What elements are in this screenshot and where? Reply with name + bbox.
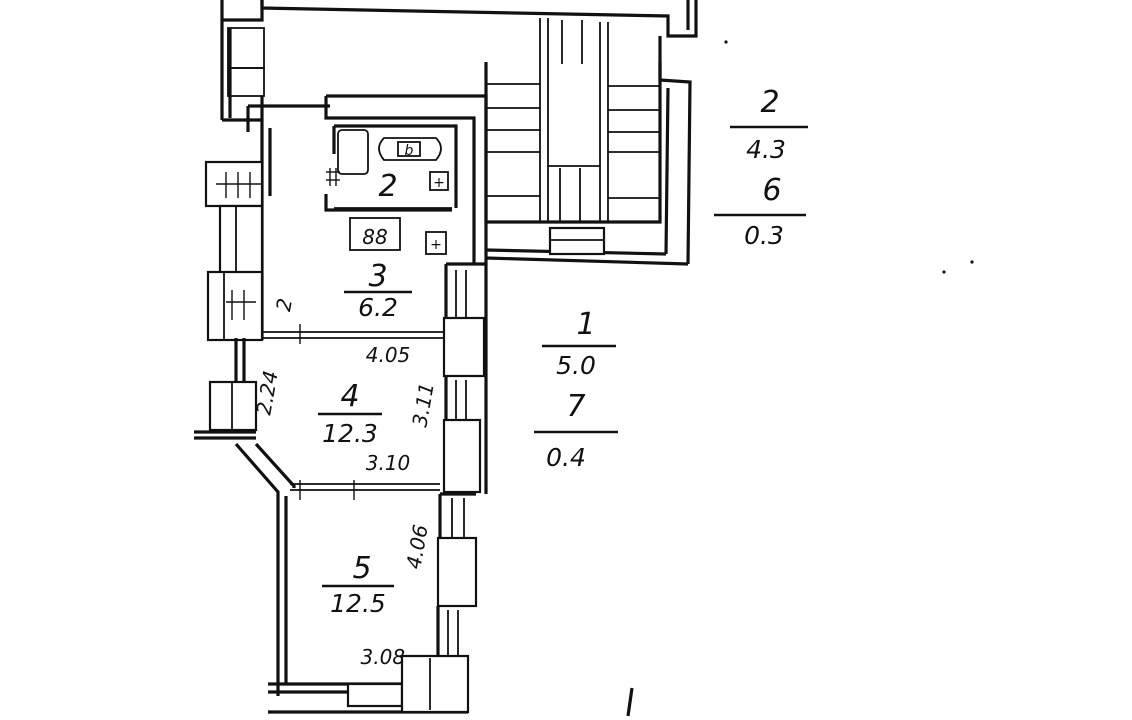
annotation-room-7: 7 0.4 [534,389,618,472]
bath-plus-sign: + [433,175,445,191]
room-4: 2.24 4 12.3 3.11 3.10 [251,369,440,500]
annotation-room-1-number: 1 [576,307,595,342]
left-outer-wall [194,160,296,696]
room5-height-dimension: 4.06 [401,523,432,571]
bathroom-number: 2 [378,169,397,204]
kitchen: 88 + 3 6.2 2 4.05 [236,106,447,367]
annotation-room-1-area: 5.0 [556,351,596,380]
annotation-room-6-area: 0.3 [744,221,784,250]
annotation-room-1: 1 5.0 [542,307,616,380]
kitchen-area: 6.2 [358,293,398,322]
kitchen-plus-sign: + [430,237,442,253]
stairwell [484,18,662,256]
area-annotations: 2 4.3 6 0.3 1 5.0 7 0.4 [534,85,808,472]
annotation-room-6-number: 6 [762,173,781,208]
right-window-wall [436,250,488,656]
annotation-room-2-number: 2 [760,85,779,120]
room4-width-dimension: 3.10 [366,451,411,475]
bathroom: b + 2 [324,94,488,264]
kitchen-number: 3 [368,259,387,294]
annotation-room-2: 2 4.3 [730,85,808,164]
room4-height-dimension: 3.11 [407,381,438,429]
room-5: 4.06 5 12.5 3.08. [268,523,470,714]
upper-corridor-walls [220,0,698,266]
room5-area: 12.5 [330,589,386,618]
kitchen-side-dimension: 2 [271,296,297,313]
annotation-room-2-area: 4.3 [746,135,786,164]
annotation-room-6: 6 0.3 [714,173,806,250]
annotation-room-7-area: 0.4 [546,443,586,472]
room4-area: 12.3 [322,419,378,448]
annotation-room-7-number: 7 [566,389,585,424]
kitchen-width-dimension: 4.05 [366,343,411,367]
room4-number: 4 [340,379,359,414]
stove-label: 88 [362,225,387,249]
room4-side-dimension: 2.24 [251,369,282,417]
stray-marks [626,40,974,717]
bath-fixture-label: b [405,143,414,159]
room5-number: 5 [352,551,371,586]
